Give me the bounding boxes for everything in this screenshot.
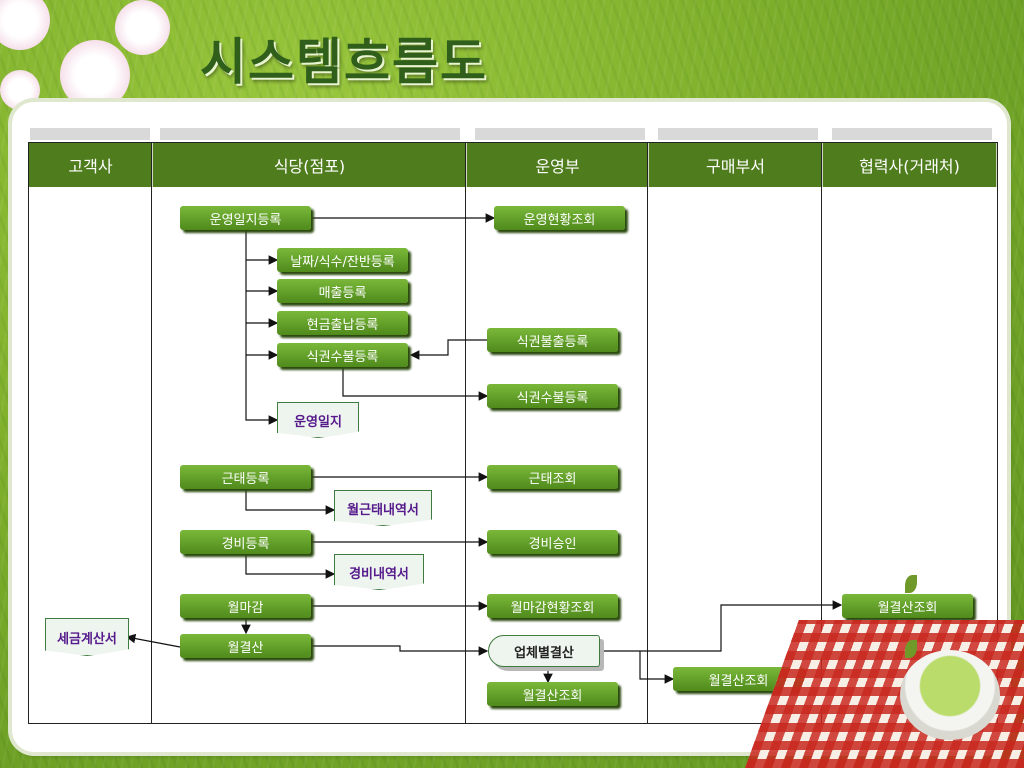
- tax-invoice-document: 세금계산서: [45, 618, 129, 656]
- expense-document: 경비내역서: [334, 554, 424, 590]
- month-close-box[interactable]: 월마감: [180, 594, 311, 618]
- swimlane-table: 고객사 식당(점포) 운영부 구매부서 협력사(거래처): [28, 142, 998, 724]
- tab-strip: [475, 128, 645, 140]
- attendance-register-box[interactable]: 근태등록: [180, 465, 311, 489]
- lane-header-operations: 운영부: [467, 143, 649, 187]
- leaf-icon: [905, 575, 917, 593]
- date-meal-register-box[interactable]: 날짜/식수/잔반등록: [277, 248, 408, 272]
- cash-register-box[interactable]: 현금출납등록: [277, 311, 408, 335]
- lane-header-client: 고객사: [29, 143, 153, 187]
- expense-register-box[interactable]: 경비등록: [180, 530, 311, 554]
- page-title: 시스템흐름도: [200, 33, 488, 91]
- month-settle-box[interactable]: 월결산: [180, 634, 311, 658]
- ticket-issue-register-box[interactable]: 식권불출등록: [487, 328, 618, 352]
- tab-strip: [658, 128, 818, 140]
- op-status-view-box[interactable]: 운영현황조회: [494, 206, 625, 230]
- ticket-register-ops-box[interactable]: 식권수불등록: [487, 384, 618, 408]
- settle-view-partner-box[interactable]: 월결산조회: [842, 594, 973, 618]
- lane-divider: [821, 143, 822, 723]
- attendance-document: 월근태내역서: [334, 490, 432, 526]
- lane-header-store: 식당(점포): [153, 143, 467, 187]
- ticket-register-box[interactable]: 식권수불등록: [277, 343, 408, 367]
- expense-approve-box[interactable]: 경비승인: [487, 530, 618, 554]
- lane-header-partner: 협력사(거래처): [823, 143, 997, 187]
- lane-divider: [465, 143, 466, 723]
- attendance-view-box[interactable]: 근태조회: [487, 465, 618, 489]
- lane-divider: [151, 143, 152, 723]
- op-journal-document: 운영일지: [277, 402, 359, 438]
- sales-register-box[interactable]: 매출등록: [277, 279, 408, 303]
- vendor-settle-process[interactable]: 업체별결산: [488, 635, 600, 667]
- tab-strip: [30, 128, 150, 140]
- tab-strip: [832, 128, 992, 140]
- tea-cup-decoration: [900, 650, 1000, 740]
- lane-divider: [647, 143, 648, 723]
- tab-strip: [160, 128, 460, 140]
- lane-header-purchasing: 구매부서: [649, 143, 823, 187]
- month-close-status-box[interactable]: 월마감현황조회: [487, 594, 618, 618]
- op-journal-register-box[interactable]: 운영일지등록: [180, 206, 311, 230]
- leaf-icon: [905, 640, 917, 658]
- settle-view-ops-box[interactable]: 월결산조회: [487, 682, 618, 706]
